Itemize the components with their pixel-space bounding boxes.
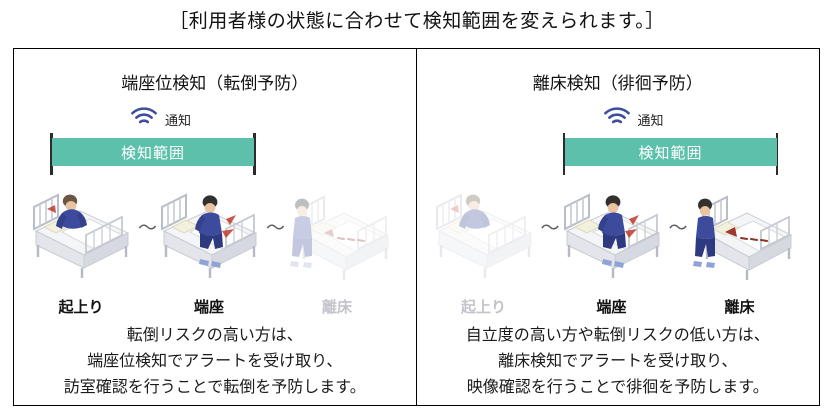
notification-label-right: 通知 xyxy=(637,112,664,128)
page-title: ［利用者様の状態に合わせて検知範囲を変えられます。］ xyxy=(0,6,834,33)
state-label-rishou-left: 離床 xyxy=(321,299,352,316)
bed-illustration-kiagari-left xyxy=(22,175,140,287)
state-separator-1-left: ～ xyxy=(138,217,158,239)
panel-tanzai-detection: 端座位検知（転倒予防） 通知 検知範囲 xyxy=(14,49,417,405)
wifi-icon xyxy=(603,107,631,131)
bed-scene-left: ～ xyxy=(14,175,416,297)
panel-description-left: 転倒リスクの高い方は、 端座位検知でアラートを受け取り、 訪室確認を行うことで転… xyxy=(14,323,416,401)
state-labels-right: 起上り 端座 離床 xyxy=(417,296,820,318)
panel-heading-right: 離床検知（徘徊予防） xyxy=(532,74,703,93)
panel-rishou-detection: 離床検知（徘徊予防） 通知 検知範囲 xyxy=(417,49,820,405)
detection-range-label-left: 検知範囲 xyxy=(120,144,185,162)
bed-illustration-rishou-left xyxy=(278,175,396,287)
comparison-frame: 端座位検知（転倒予防） 通知 検知範囲 xyxy=(13,48,820,406)
description-line: 自立度の高い方や転倒リスクの低い方は、 xyxy=(465,327,770,344)
description-line: 映像確認を行うことで徘徊を予防します。 xyxy=(466,379,769,396)
notification-indicator-right: 通知 xyxy=(603,107,664,131)
notification-label-left: 通知 xyxy=(165,112,192,128)
notification-indicator-left: 通知 xyxy=(130,107,191,131)
bed-illustration-tanza-right xyxy=(553,175,671,287)
description-line: 転倒リスクの高い方は、 xyxy=(126,327,303,344)
wifi-icon xyxy=(130,107,158,131)
detection-range-band-left: 検知範囲 xyxy=(52,138,254,166)
description-line: 訪室確認を行うことで転倒を予防します。 xyxy=(63,379,366,396)
state-label-kiagari-left: 起上り xyxy=(58,299,104,316)
state-separator-1-right: ～ xyxy=(540,217,560,239)
page-title-text: ［利用者様の状態に合わせて検知範囲を変えられます。］ xyxy=(169,11,665,32)
bed-scene-right: ～ xyxy=(417,175,820,297)
detection-range-label-right: 検知範囲 xyxy=(638,144,703,162)
detection-range-band-right: 検知範囲 xyxy=(564,138,777,166)
range-cap-start-left xyxy=(50,133,53,175)
bed-illustration-tanza-left xyxy=(150,175,268,287)
description-line: 端座位検知でアラートを受け取り、 xyxy=(87,353,343,370)
description-line: 離床検知でアラートを受け取り、 xyxy=(498,353,738,370)
panel-heading-left: 端座位検知（転倒予防） xyxy=(121,74,309,93)
bed-illustration-kiagari-right xyxy=(425,175,543,287)
state-separator-2-left: ～ xyxy=(266,217,286,239)
state-label-kiagari-right: 起上り xyxy=(460,299,506,316)
state-labels-left: 起上り 端座 離床 xyxy=(14,296,416,318)
bed-illustration-rishou-right xyxy=(681,175,799,287)
range-cap-start-right xyxy=(562,133,565,175)
state-label-tanza-right: 端座 xyxy=(596,299,627,316)
state-separator-2-right: ～ xyxy=(668,217,688,239)
range-cap-end-left xyxy=(253,133,256,175)
state-label-rishou-right: 離床 xyxy=(724,299,755,316)
panel-description-right: 自立度の高い方や転倒リスクの低い方は、 離床検知でアラートを受け取り、 映像確認… xyxy=(417,323,820,401)
state-label-tanza-left: 端座 xyxy=(193,299,224,316)
range-cap-end-right xyxy=(775,133,778,175)
